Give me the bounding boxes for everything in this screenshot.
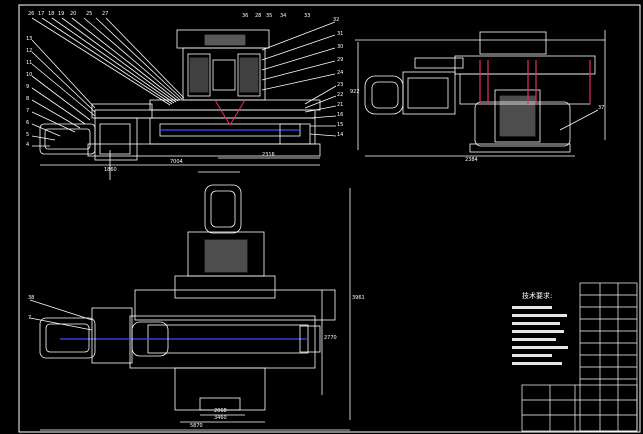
balloon-label: 23 — [337, 82, 344, 88]
balloon-label: 35 — [266, 13, 273, 19]
drawing-border — [18, 4, 641, 433]
balloon-label: 33 — [304, 13, 311, 19]
requirements-notes — [512, 306, 568, 365]
balloon-label: 34 — [280, 13, 287, 19]
dimension-label: 2384 — [465, 157, 478, 163]
dimension-label: 2068 — [214, 408, 227, 414]
dimension-label: 3961 — [352, 295, 365, 301]
dimension-label: 5870 — [190, 423, 203, 429]
balloon-label: 15 — [337, 122, 344, 128]
requirements-title: 技术要求: — [522, 292, 553, 300]
balloon-label: 26 — [28, 11, 35, 17]
balloon-label: 37 — [598, 105, 605, 111]
dimension-label: 2770 — [324, 335, 337, 341]
balloon-label: 6 — [26, 120, 30, 126]
balloon-label: 24 — [337, 70, 344, 76]
balloon-label: 8 — [26, 96, 30, 102]
balloon-label: 7 — [28, 315, 32, 321]
side-view — [355, 30, 606, 157]
dimension-label: 1860 — [104, 167, 117, 173]
balloon-label: 31 — [337, 31, 344, 37]
plan-view — [29, 171, 351, 431]
balloon-label: 7 — [26, 108, 30, 114]
balloon-label: 36 — [242, 13, 249, 19]
balloon-label: 30 — [337, 44, 344, 50]
dimension-label: 922 — [350, 89, 360, 95]
balloon-label: 18 — [48, 11, 55, 17]
balloon-label: 29 — [337, 57, 344, 63]
balloon-label: 22 — [337, 92, 344, 98]
balloon-label: 11 — [26, 60, 33, 66]
balloon-label: 19 — [58, 11, 65, 17]
balloon-label: 20 — [70, 11, 77, 17]
balloon-label: 10 — [26, 72, 33, 78]
title-block — [521, 282, 638, 432]
balloon-label: 9 — [26, 84, 30, 90]
balloon-label: 14 — [337, 132, 344, 138]
balloon-label: 27 — [102, 11, 109, 17]
dimension-label: 2316 — [262, 152, 275, 158]
dimension-label: 3460 — [214, 415, 227, 421]
balloon-label: 5 — [26, 132, 30, 138]
balloon-label: 21 — [337, 102, 344, 108]
dimension-label: 7004 — [170, 159, 183, 165]
balloon-label: 38 — [28, 295, 35, 301]
balloon-label: 4 — [26, 142, 30, 148]
balloon-label: 25 — [86, 11, 93, 17]
balloon-label: 17 — [38, 11, 45, 17]
balloon-label: 28 — [255, 13, 262, 19]
front-view — [31, 17, 337, 180]
balloon-label: 16 — [337, 112, 344, 118]
balloon-label: 12 — [26, 48, 33, 54]
balloon-label: 32 — [333, 17, 340, 23]
balloon-label: 13 — [26, 36, 33, 42]
